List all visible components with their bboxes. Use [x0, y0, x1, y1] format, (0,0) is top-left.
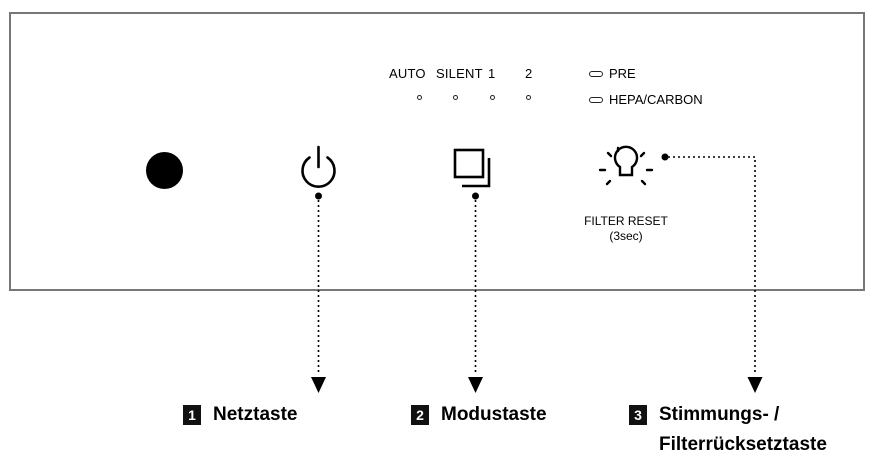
- indicator-2: [526, 95, 531, 100]
- hepa-filter-label: HEPA/CARBON: [609, 92, 703, 107]
- sensor-dot: [146, 152, 183, 189]
- power-button[interactable]: [301, 145, 336, 188]
- mode-button[interactable]: [453, 148, 491, 188]
- control-panel: [9, 12, 865, 291]
- filter-reset-label: FILTER RESET: [584, 214, 668, 228]
- filter-reset-duration: (3sec): [609, 229, 643, 243]
- indicator-auto: [417, 95, 422, 100]
- pre-filter-label: PRE: [609, 66, 636, 81]
- callout-1-number: 1: [183, 405, 201, 425]
- power-button-anchor: [315, 192, 322, 200]
- arrowhead-3: [747, 377, 763, 393]
- callout-2-label: Modustaste: [441, 404, 547, 425]
- indicator-1: [490, 95, 495, 100]
- mode-button-anchor: [472, 192, 479, 200]
- arrowhead-2: [468, 377, 483, 393]
- callout-3-number: 3: [629, 405, 647, 425]
- arrowhead-1: [311, 377, 326, 393]
- bulb-icon[interactable]: [598, 145, 654, 186]
- callout-2-number: 2: [411, 405, 429, 425]
- callout-1-label: Netztaste: [213, 404, 298, 425]
- mode-label-silent: SILENT: [436, 66, 483, 81]
- mode-label-1: 1: [488, 66, 496, 81]
- mode-label-auto: AUTO: [389, 66, 426, 81]
- callout-3-label-line2: Filterrücksetztaste: [659, 434, 827, 455]
- hepa-filter-indicator: [589, 97, 603, 103]
- mode-label-2: 2: [525, 66, 533, 81]
- callout-3-label-line1: Stimmungs- /: [659, 404, 780, 425]
- bulb-anchor: [661, 153, 669, 161]
- indicator-silent: [453, 95, 458, 100]
- leader-line-3: [668, 156, 756, 374]
- pre-filter-indicator: [589, 71, 603, 77]
